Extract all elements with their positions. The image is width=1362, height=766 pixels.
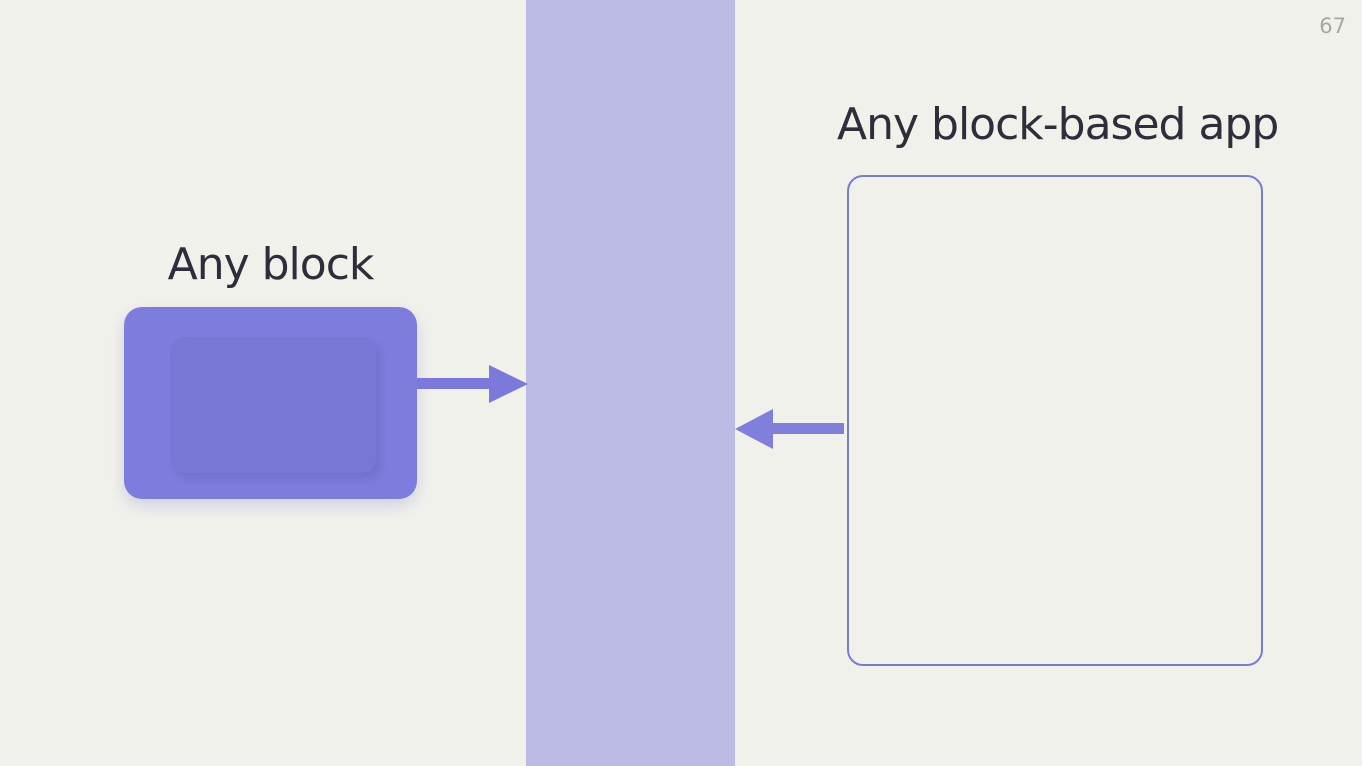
page-number: 67 bbox=[1319, 14, 1346, 38]
app-box-shape bbox=[847, 175, 1263, 666]
arrow-left-icon bbox=[735, 409, 773, 449]
any-block-shape bbox=[124, 307, 417, 499]
arrow-right-icon bbox=[417, 378, 493, 389]
block-inner-shape bbox=[170, 337, 376, 473]
arrow-right-icon bbox=[489, 365, 528, 403]
left-title: Any block bbox=[167, 239, 375, 290]
right-title: Any block-based app bbox=[837, 99, 1279, 150]
protocol-band bbox=[526, 0, 735, 766]
arrow-left-icon bbox=[768, 423, 844, 434]
